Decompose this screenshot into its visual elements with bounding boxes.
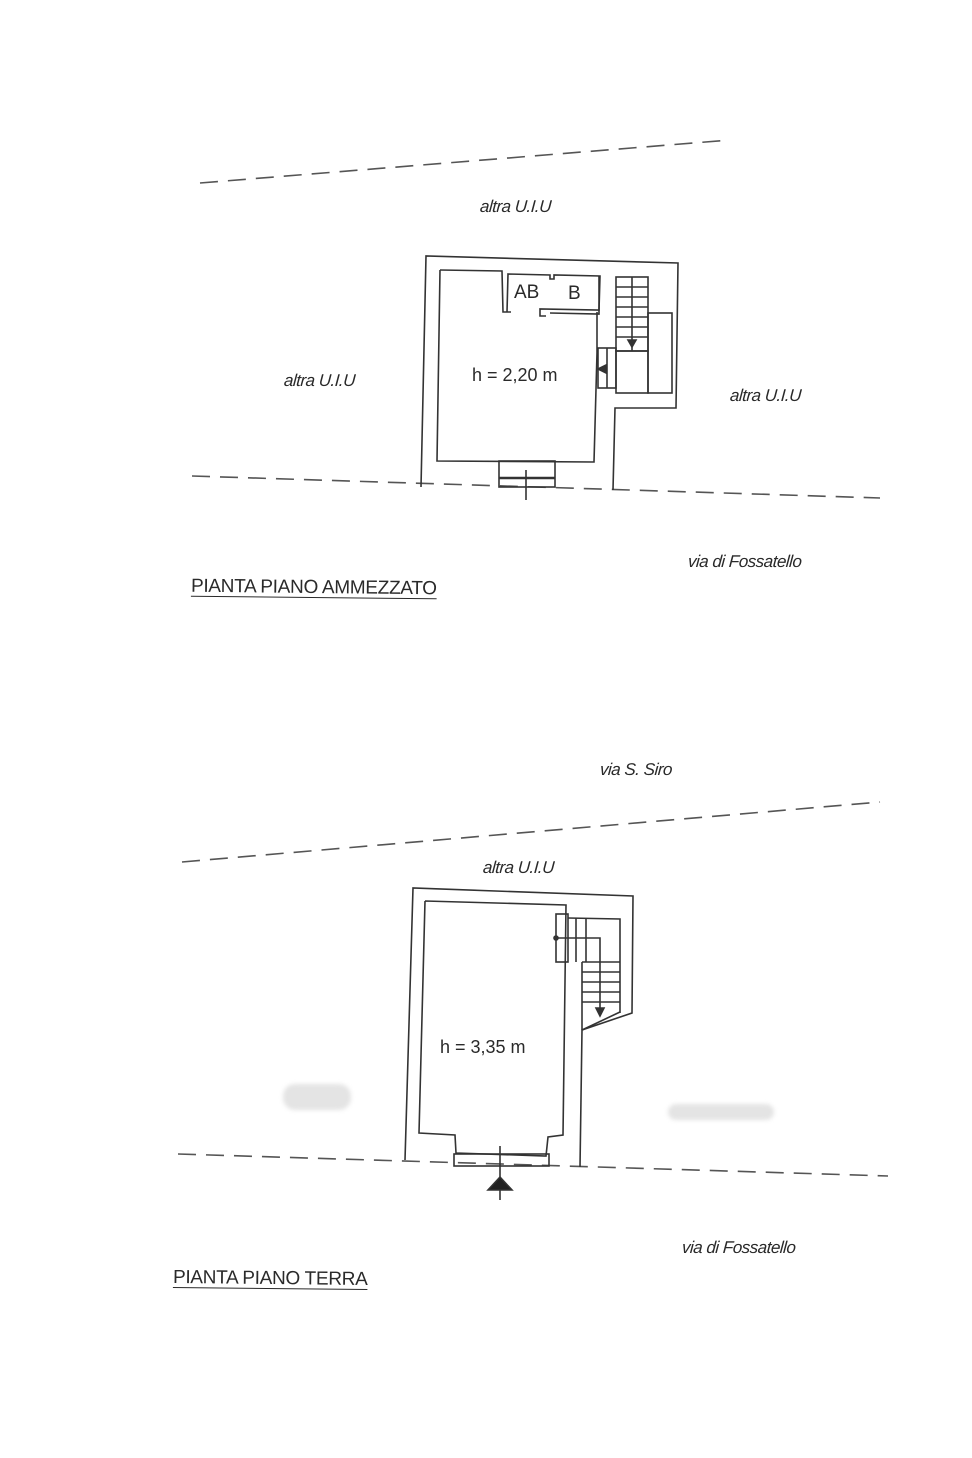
street-line-lower [177,1153,889,1177]
inner-wall-upper [439,269,511,313]
redacted-area-right [668,1104,774,1120]
outer-wall-lower [404,887,634,1168]
street-label-upper: via di Fossatello [687,552,803,571]
room-label-ab: AB [514,282,540,303]
plan-title-lower: PIANTA PIANO TERRA [172,1266,368,1291]
entrance-arrow-icon [486,1175,514,1191]
street-label-top-lower: via S. Siro [599,760,673,779]
boundary-line-top-lower [181,801,881,863]
ceiling-height-upper: h = 2,20 m [472,365,558,385]
bathroom-wall [506,273,601,317]
entrance-door-lower [453,1153,550,1167]
plan-title-upper: PIANTA PIANO AMMEZZATO [190,575,437,600]
entrance-door-upper [498,460,556,488]
label-adjacent-unit-right-upper: altra U.I.U [729,386,802,405]
street-label-lower: via di Fossatello [681,1238,797,1257]
label-adjacent-unit-left-upper: altra U.I.U [283,371,356,390]
redacted-area-left [283,1084,351,1110]
ceiling-height-lower: h = 3,35 m [440,1037,526,1057]
inner-wall-lower [418,900,567,1157]
label-adjacent-unit-top-upper: altra U.I.U [479,197,552,216]
boundary-line-top-upper [199,139,731,184]
room-label-b: B [568,283,581,304]
outer-wall-upper [420,255,679,491]
label-adjacent-unit-top-lower: altra U.I.U [482,858,555,877]
